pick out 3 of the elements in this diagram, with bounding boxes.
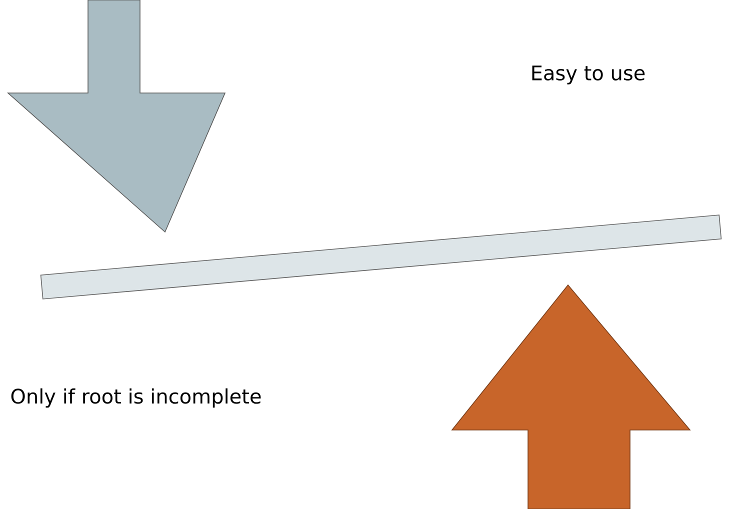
- text-label: Easy to use: [532, 66, 645, 84]
- balance-beam: [40, 214, 722, 300]
- text-label: Only if root is incomplete: [11, 388, 261, 408]
